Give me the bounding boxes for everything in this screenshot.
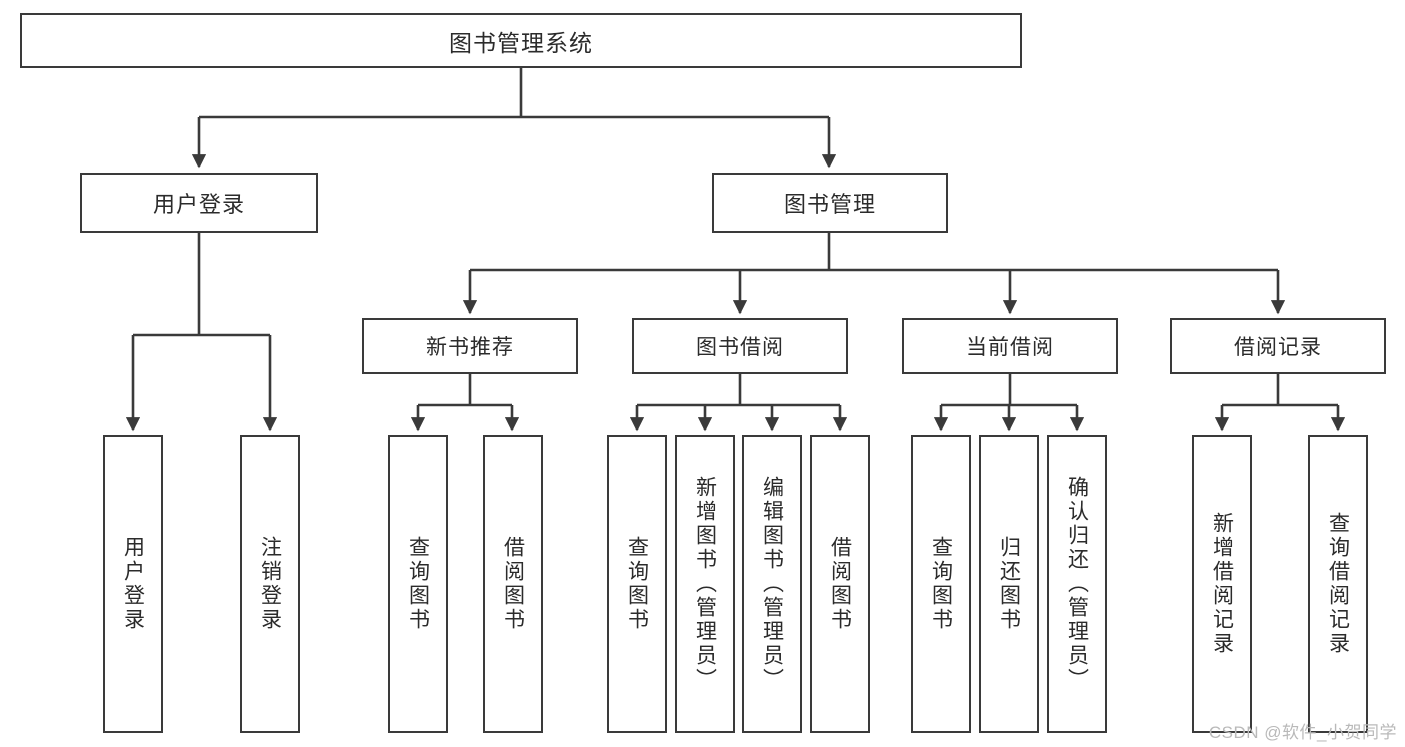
node-leaf-add-book-label: 新增图书（管理员） xyxy=(693,476,717,692)
node-book-management[interactable]: 图书管理 xyxy=(712,173,948,233)
node-root-system-label: 图书管理系统 xyxy=(449,29,593,56)
node-book-borrow-label: 图书借阅 xyxy=(696,336,784,359)
node-current-borrow[interactable]: 当前借阅 xyxy=(902,318,1118,374)
node-borrow-record[interactable]: 借阅记录 xyxy=(1170,318,1386,374)
node-leaf-borrow-book-1-label: 借阅图书 xyxy=(501,536,525,632)
node-user-login-label: 用户登录 xyxy=(152,192,245,217)
node-leaf-add-record[interactable]: 新增借阅记录 xyxy=(1192,435,1252,733)
node-leaf-query-record[interactable]: 查询借阅记录 xyxy=(1308,435,1368,733)
watermark-text: CSDN @软件_小贺同学 xyxy=(1208,723,1397,742)
node-leaf-return-book-label: 归还图书 xyxy=(997,536,1021,632)
node-leaf-borrow-book-1[interactable]: 借阅图书 xyxy=(483,435,543,733)
node-leaf-user-login[interactable]: 用户登录 xyxy=(103,435,163,733)
node-leaf-query-book-2[interactable]: 查询图书 xyxy=(607,435,667,733)
node-leaf-return-book[interactable]: 归还图书 xyxy=(979,435,1039,733)
node-leaf-query-book-1[interactable]: 查询图书 xyxy=(388,435,448,733)
node-leaf-add-record-label: 新增借阅记录 xyxy=(1210,512,1234,656)
node-leaf-edit-book-label: 编辑图书（管理员） xyxy=(760,476,784,692)
node-new-book-recommend[interactable]: 新书推荐 xyxy=(362,318,578,374)
node-leaf-query-book-1-label: 查询图书 xyxy=(406,536,430,632)
node-book-management-label: 图书管理 xyxy=(783,192,876,217)
node-leaf-logout-login-label: 注销登录 xyxy=(258,536,282,632)
node-leaf-add-book[interactable]: 新增图书（管理员） xyxy=(675,435,735,733)
node-leaf-logout-login[interactable]: 注销登录 xyxy=(240,435,300,733)
node-borrow-record-label: 借阅记录 xyxy=(1234,336,1322,359)
node-book-borrow[interactable]: 图书借阅 xyxy=(632,318,848,374)
node-leaf-borrow-book-2[interactable]: 借阅图书 xyxy=(810,435,870,733)
node-leaf-edit-book[interactable]: 编辑图书（管理员） xyxy=(742,435,802,733)
node-leaf-confirm-return-label: 确认归还（管理员） xyxy=(1065,476,1089,692)
node-leaf-query-record-label: 查询借阅记录 xyxy=(1326,512,1350,656)
node-root-system[interactable]: 图书管理系统 xyxy=(20,13,1022,68)
node-leaf-query-book-3-label: 查询图书 xyxy=(929,536,953,632)
node-leaf-user-login-label: 用户登录 xyxy=(121,536,145,632)
node-leaf-confirm-return[interactable]: 确认归还（管理员） xyxy=(1047,435,1107,733)
node-leaf-query-book-3[interactable]: 查询图书 xyxy=(911,435,971,733)
node-leaf-query-book-2-label: 查询图书 xyxy=(625,536,649,632)
node-leaf-borrow-book-2-label: 借阅图书 xyxy=(828,536,852,632)
node-new-book-recommend-label: 新书推荐 xyxy=(426,336,514,359)
node-current-borrow-label: 当前借阅 xyxy=(966,336,1054,359)
node-user-login[interactable]: 用户登录 xyxy=(80,173,318,233)
